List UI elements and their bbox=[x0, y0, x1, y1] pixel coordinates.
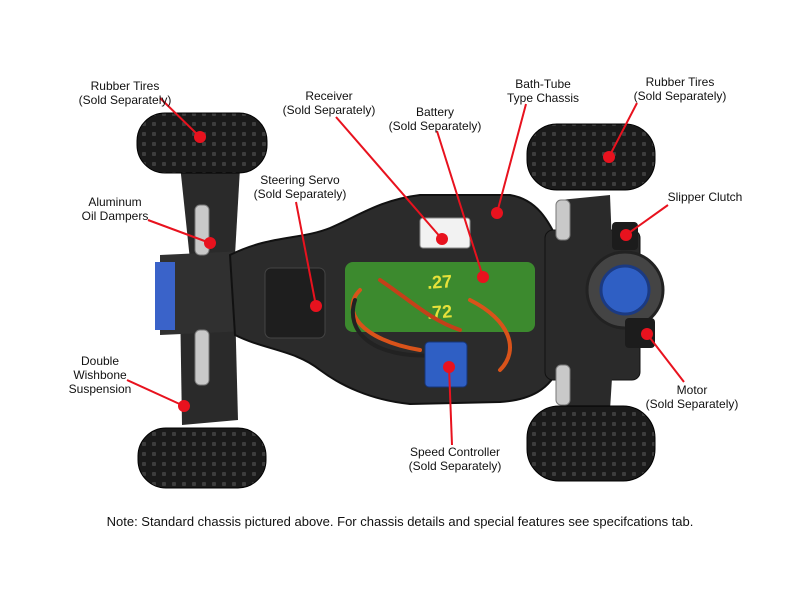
footer-note: Note: Standard chassis pictured above. F… bbox=[106, 514, 694, 529]
label-speed-controller: Speed Controller(Sold Separately) bbox=[408, 445, 502, 473]
label-motor: Motor(Sold Separately) bbox=[645, 383, 739, 411]
label-front-tires: Rubber Tires(Sold Separately) bbox=[78, 79, 172, 107]
tire-front-right bbox=[137, 427, 267, 489]
tire-rear-left bbox=[526, 123, 656, 191]
wiring bbox=[350, 278, 512, 372]
svg-text:.27: .27 bbox=[426, 271, 452, 293]
markers bbox=[178, 131, 653, 412]
leader-lines bbox=[126, 97, 685, 446]
label-battery: Battery(Sold Separately) bbox=[388, 105, 482, 133]
front-bumper bbox=[155, 262, 175, 330]
label-slipper-clutch: Slipper Clutch bbox=[667, 190, 743, 204]
tire-rear-right bbox=[526, 405, 656, 482]
tire-front-left bbox=[136, 112, 268, 174]
tires bbox=[136, 112, 656, 489]
rear-suspension bbox=[555, 195, 612, 412]
rear-gearbox bbox=[544, 222, 665, 381]
label-steering-servo: Steering Servo(Sold Separately) bbox=[253, 173, 347, 201]
label-receiver: Receiver(Sold Separately) bbox=[282, 89, 376, 117]
steering-servo bbox=[264, 267, 326, 339]
label-rear-tires: Rubber Tires(Sold Separately) bbox=[633, 75, 727, 103]
